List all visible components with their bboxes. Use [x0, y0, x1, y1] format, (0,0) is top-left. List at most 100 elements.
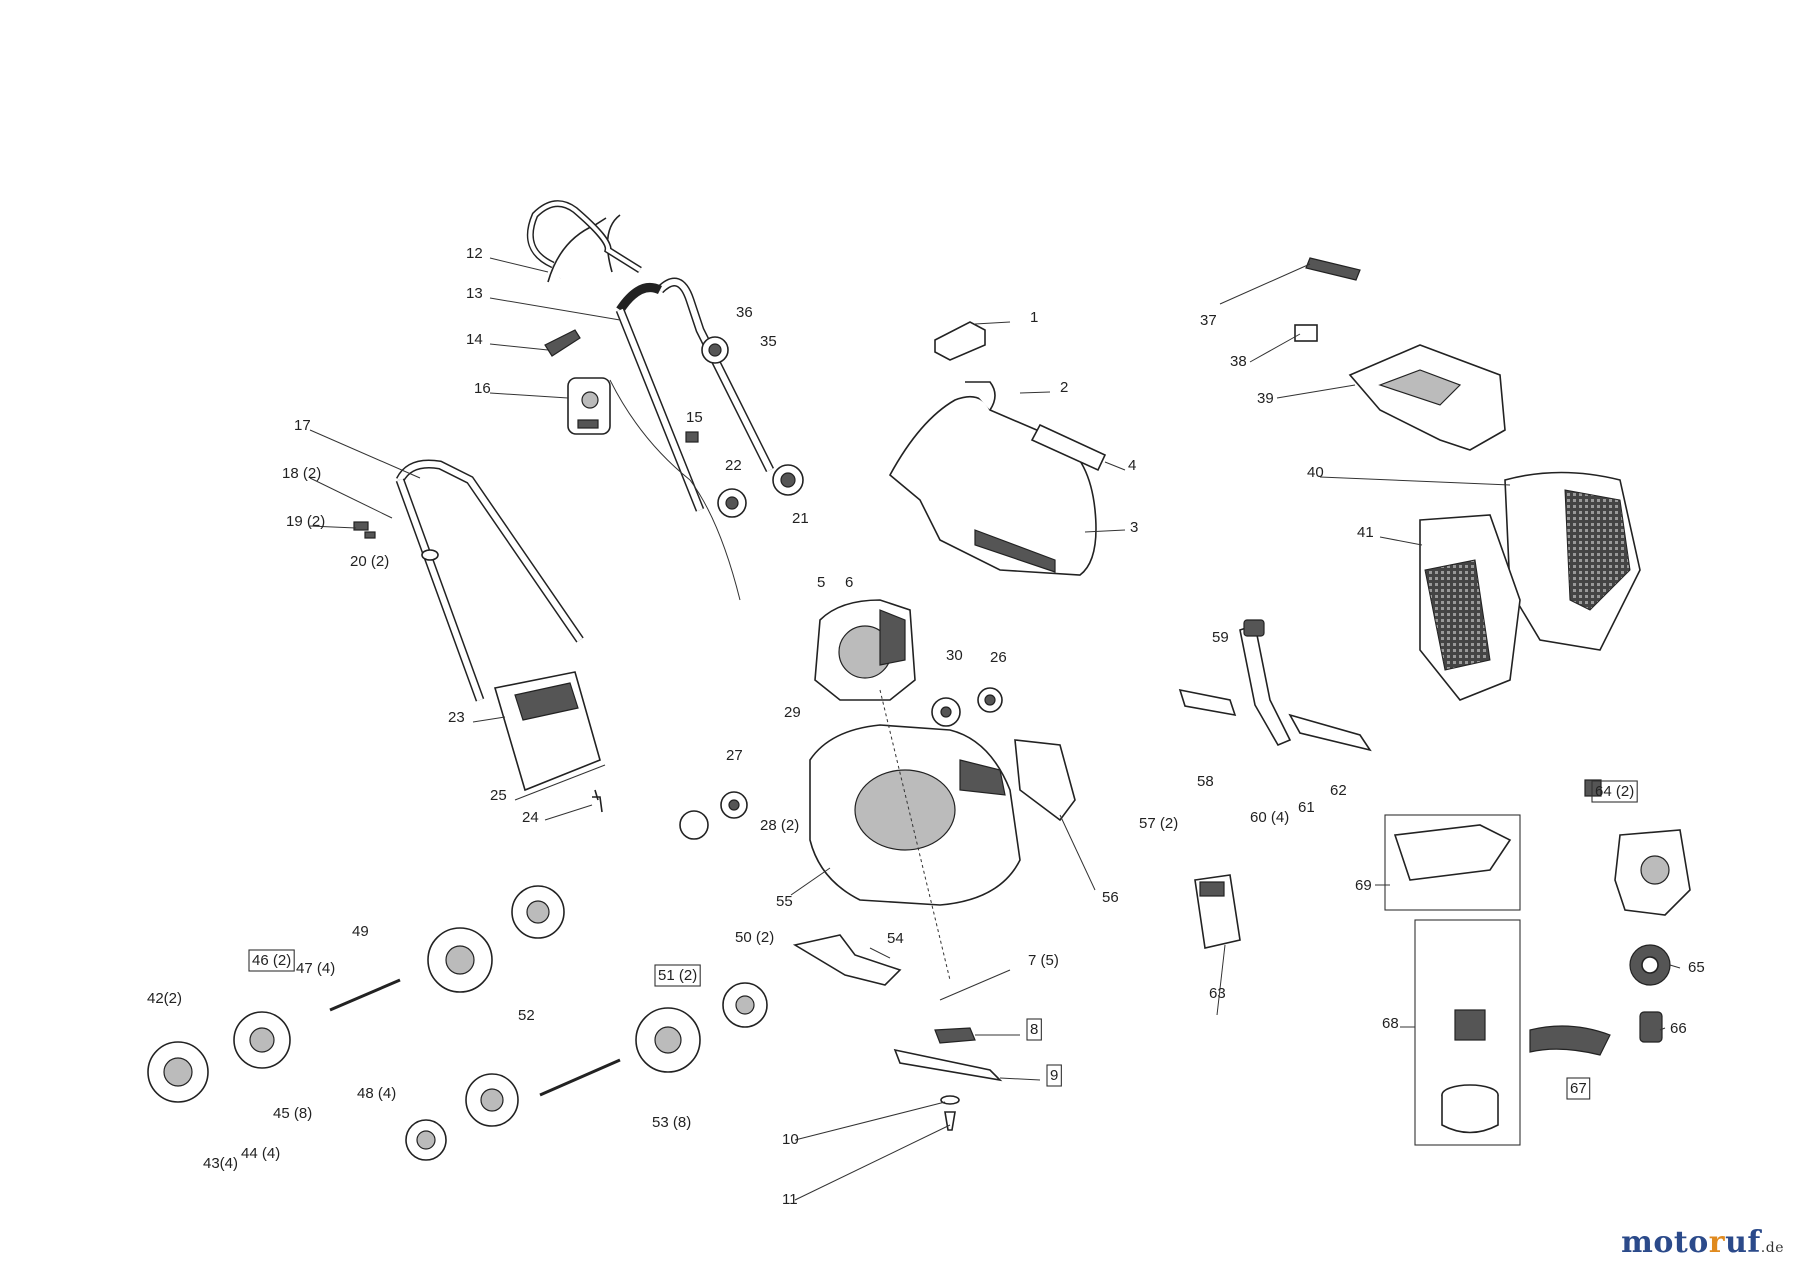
grass-box-lid	[1348, 344, 1506, 451]
part-label-36: 36	[736, 304, 753, 321]
pinion-66	[1639, 1011, 1663, 1043]
part-label-50: 50 (2)	[735, 929, 774, 946]
control-cable	[609, 379, 741, 601]
part-label-62: 62	[1330, 782, 1347, 799]
clip-64	[1584, 779, 1602, 797]
wheel-rear-2	[511, 885, 565, 939]
part-label-39: 39	[1257, 390, 1274, 407]
grass-box-clip	[1294, 324, 1318, 342]
part-label-box-67	[1566, 1077, 1591, 1100]
part-label-2: 2	[1060, 379, 1068, 396]
knob-22	[717, 488, 747, 518]
grass-bag-guard	[493, 671, 606, 801]
part-label-38: 38	[1230, 353, 1247, 370]
part-label-51: 51 (2)	[658, 967, 697, 984]
part-label-41: 41	[1357, 524, 1374, 541]
motor-cover	[888, 381, 1097, 576]
leader-lines	[309, 257, 1681, 1201]
switch-box	[567, 377, 611, 435]
mulch-plug-54	[792, 934, 902, 986]
part-label-20: 20 (2)	[350, 553, 389, 570]
group-box-68	[1414, 919, 1521, 1146]
part-label-1: 1	[1030, 309, 1038, 326]
lever-rod-58	[1178, 688, 1237, 717]
drive-belt-67	[1529, 1025, 1611, 1056]
part-label-4: 4	[1128, 457, 1136, 474]
part-label-68: 68	[1382, 1015, 1399, 1032]
cover-bracket-1	[934, 321, 986, 361]
part-label-53: 53 (8)	[652, 1114, 691, 1131]
part-label-9: 9	[1050, 1067, 1058, 1084]
clutch-68	[1441, 1009, 1499, 1134]
grass-box-handle	[1305, 257, 1361, 281]
part-label-55: 55	[776, 893, 793, 910]
part-label-47: 47 (4)	[296, 960, 335, 977]
part-label-64: 64 (2)	[1595, 783, 1634, 800]
part-label-69: 69	[1355, 877, 1372, 894]
part-label-box-51	[654, 964, 701, 987]
blade-holder-8	[934, 1027, 976, 1044]
part-label-13: 13	[466, 285, 483, 302]
part-label-24: 24	[522, 809, 539, 826]
part-label-15: 15	[686, 409, 703, 426]
axle-49	[329, 978, 401, 1012]
knob-21	[772, 464, 804, 496]
part-label-61: 61	[1298, 799, 1315, 816]
knob-upper	[701, 336, 729, 364]
part-label-66: 66	[1670, 1020, 1687, 1037]
part-label-46: 46 (2)	[252, 952, 291, 969]
grass-box-lower	[1419, 514, 1521, 701]
blade-9	[893, 1048, 1003, 1082]
wheel-adjuster-26	[977, 687, 1003, 713]
part-label-7: 7 (5)	[1028, 952, 1059, 969]
part-label-18: 18 (2)	[282, 465, 321, 482]
part-label-35: 35	[760, 333, 777, 350]
part-label-45: 45 (8)	[273, 1105, 312, 1122]
part-label-12: 12	[466, 245, 483, 262]
brand-accent: r	[1708, 1225, 1726, 1260]
part-label-57: 57 (2)	[1139, 815, 1178, 832]
part-label-14: 14	[466, 331, 483, 348]
wheel-42	[147, 1041, 209, 1103]
part-label-5: 5	[817, 574, 825, 591]
part-label-60: 60 (4)	[1250, 809, 1289, 826]
part-label-27: 27	[726, 747, 743, 764]
part-label-52: 52	[518, 1007, 535, 1024]
lever-grip	[1243, 619, 1265, 637]
bracket-69	[1393, 824, 1512, 881]
part-label-43: 43(4)	[203, 1155, 238, 1172]
wheel-46	[233, 1011, 291, 1069]
brand-main: moto	[1621, 1225, 1709, 1260]
part-label-21: 21	[792, 510, 809, 527]
handle-clip	[544, 329, 581, 357]
part-label-box-9	[1046, 1064, 1062, 1087]
washer-10	[940, 1095, 960, 1105]
bolt-11	[944, 1111, 956, 1131]
battery-63	[1194, 874, 1241, 949]
part-label-26: 26	[990, 649, 1007, 666]
group-box-69	[1384, 814, 1521, 911]
wheel-51	[635, 1007, 701, 1073]
part-label-23: 23	[448, 709, 465, 726]
brand-logo: motoruf.de	[1621, 1225, 1784, 1260]
part-label-48: 48 (4)	[357, 1085, 396, 1102]
part-label-16: 16	[474, 380, 491, 397]
part-label-28: 28 (2)	[760, 817, 799, 834]
motor-unit	[814, 599, 916, 701]
part-label-44: 44 (4)	[241, 1145, 280, 1162]
height-lever-61	[1239, 623, 1292, 747]
drive-axis	[879, 689, 951, 981]
wheel-50	[722, 982, 768, 1028]
part-label-42: 42(2)	[147, 990, 182, 1007]
wheel-adjuster-30	[931, 697, 961, 727]
part-label-22: 22	[725, 457, 742, 474]
mower-deck	[809, 724, 1021, 906]
part-label-box-64	[1591, 780, 1638, 803]
part-label-19: 19 (2)	[286, 513, 325, 530]
lower-handle	[395, 459, 584, 702]
rear-flap-56	[1014, 739, 1076, 822]
part-label-3: 3	[1130, 519, 1138, 536]
part-label-63: 63	[1209, 985, 1226, 1002]
